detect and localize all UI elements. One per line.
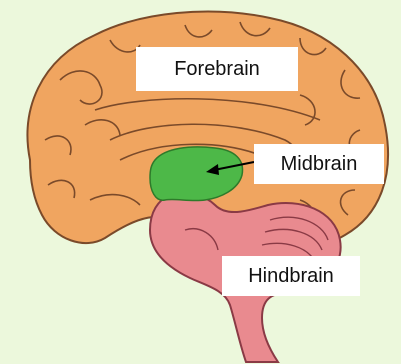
forebrain-label: Forebrain [136, 47, 298, 91]
hindbrain-label: Hindbrain [222, 256, 360, 296]
midbrain-label: Midbrain [254, 144, 384, 184]
midbrain-region [150, 147, 243, 201]
